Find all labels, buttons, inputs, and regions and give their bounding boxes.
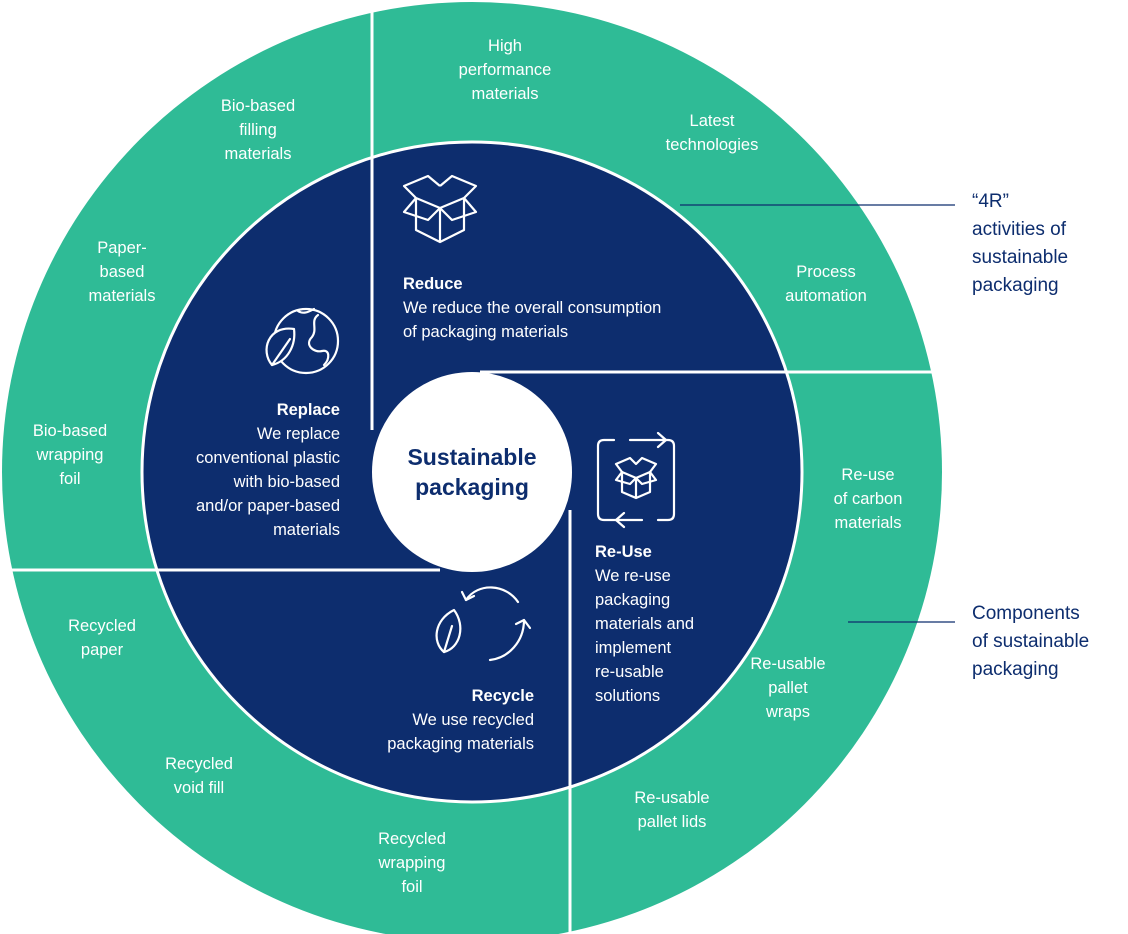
center-circle	[372, 372, 572, 572]
segment-recycle-title: Recycle	[471, 687, 534, 705]
segment-recycle: Recycle We use recycled packaging materi…	[334, 684, 534, 756]
annotation-components: Components of sustainable packaging	[972, 603, 1090, 680]
center-label: Sustainable packaging	[407, 444, 537, 500]
open-box-icon	[402, 174, 478, 244]
segment-reuse: Re-Use We re-use packaging materials and…	[595, 540, 694, 708]
annotation-activities: “4R” activities of sustainable packaging	[972, 191, 1069, 296]
leaf-globe-icon	[265, 307, 340, 375]
segment-replace-title: Replace	[276, 401, 340, 419]
recycle-leaf-icon	[435, 586, 532, 662]
reuse-box-icon	[596, 431, 676, 529]
segment-reduce-title: Reduce	[403, 275, 463, 293]
segment-replace: Replace We replace conventional plastic …	[140, 398, 340, 542]
segment-reuse-title: Re-Use	[595, 543, 652, 561]
segment-reduce: Reduce We reduce the overall consumption…	[403, 272, 661, 344]
